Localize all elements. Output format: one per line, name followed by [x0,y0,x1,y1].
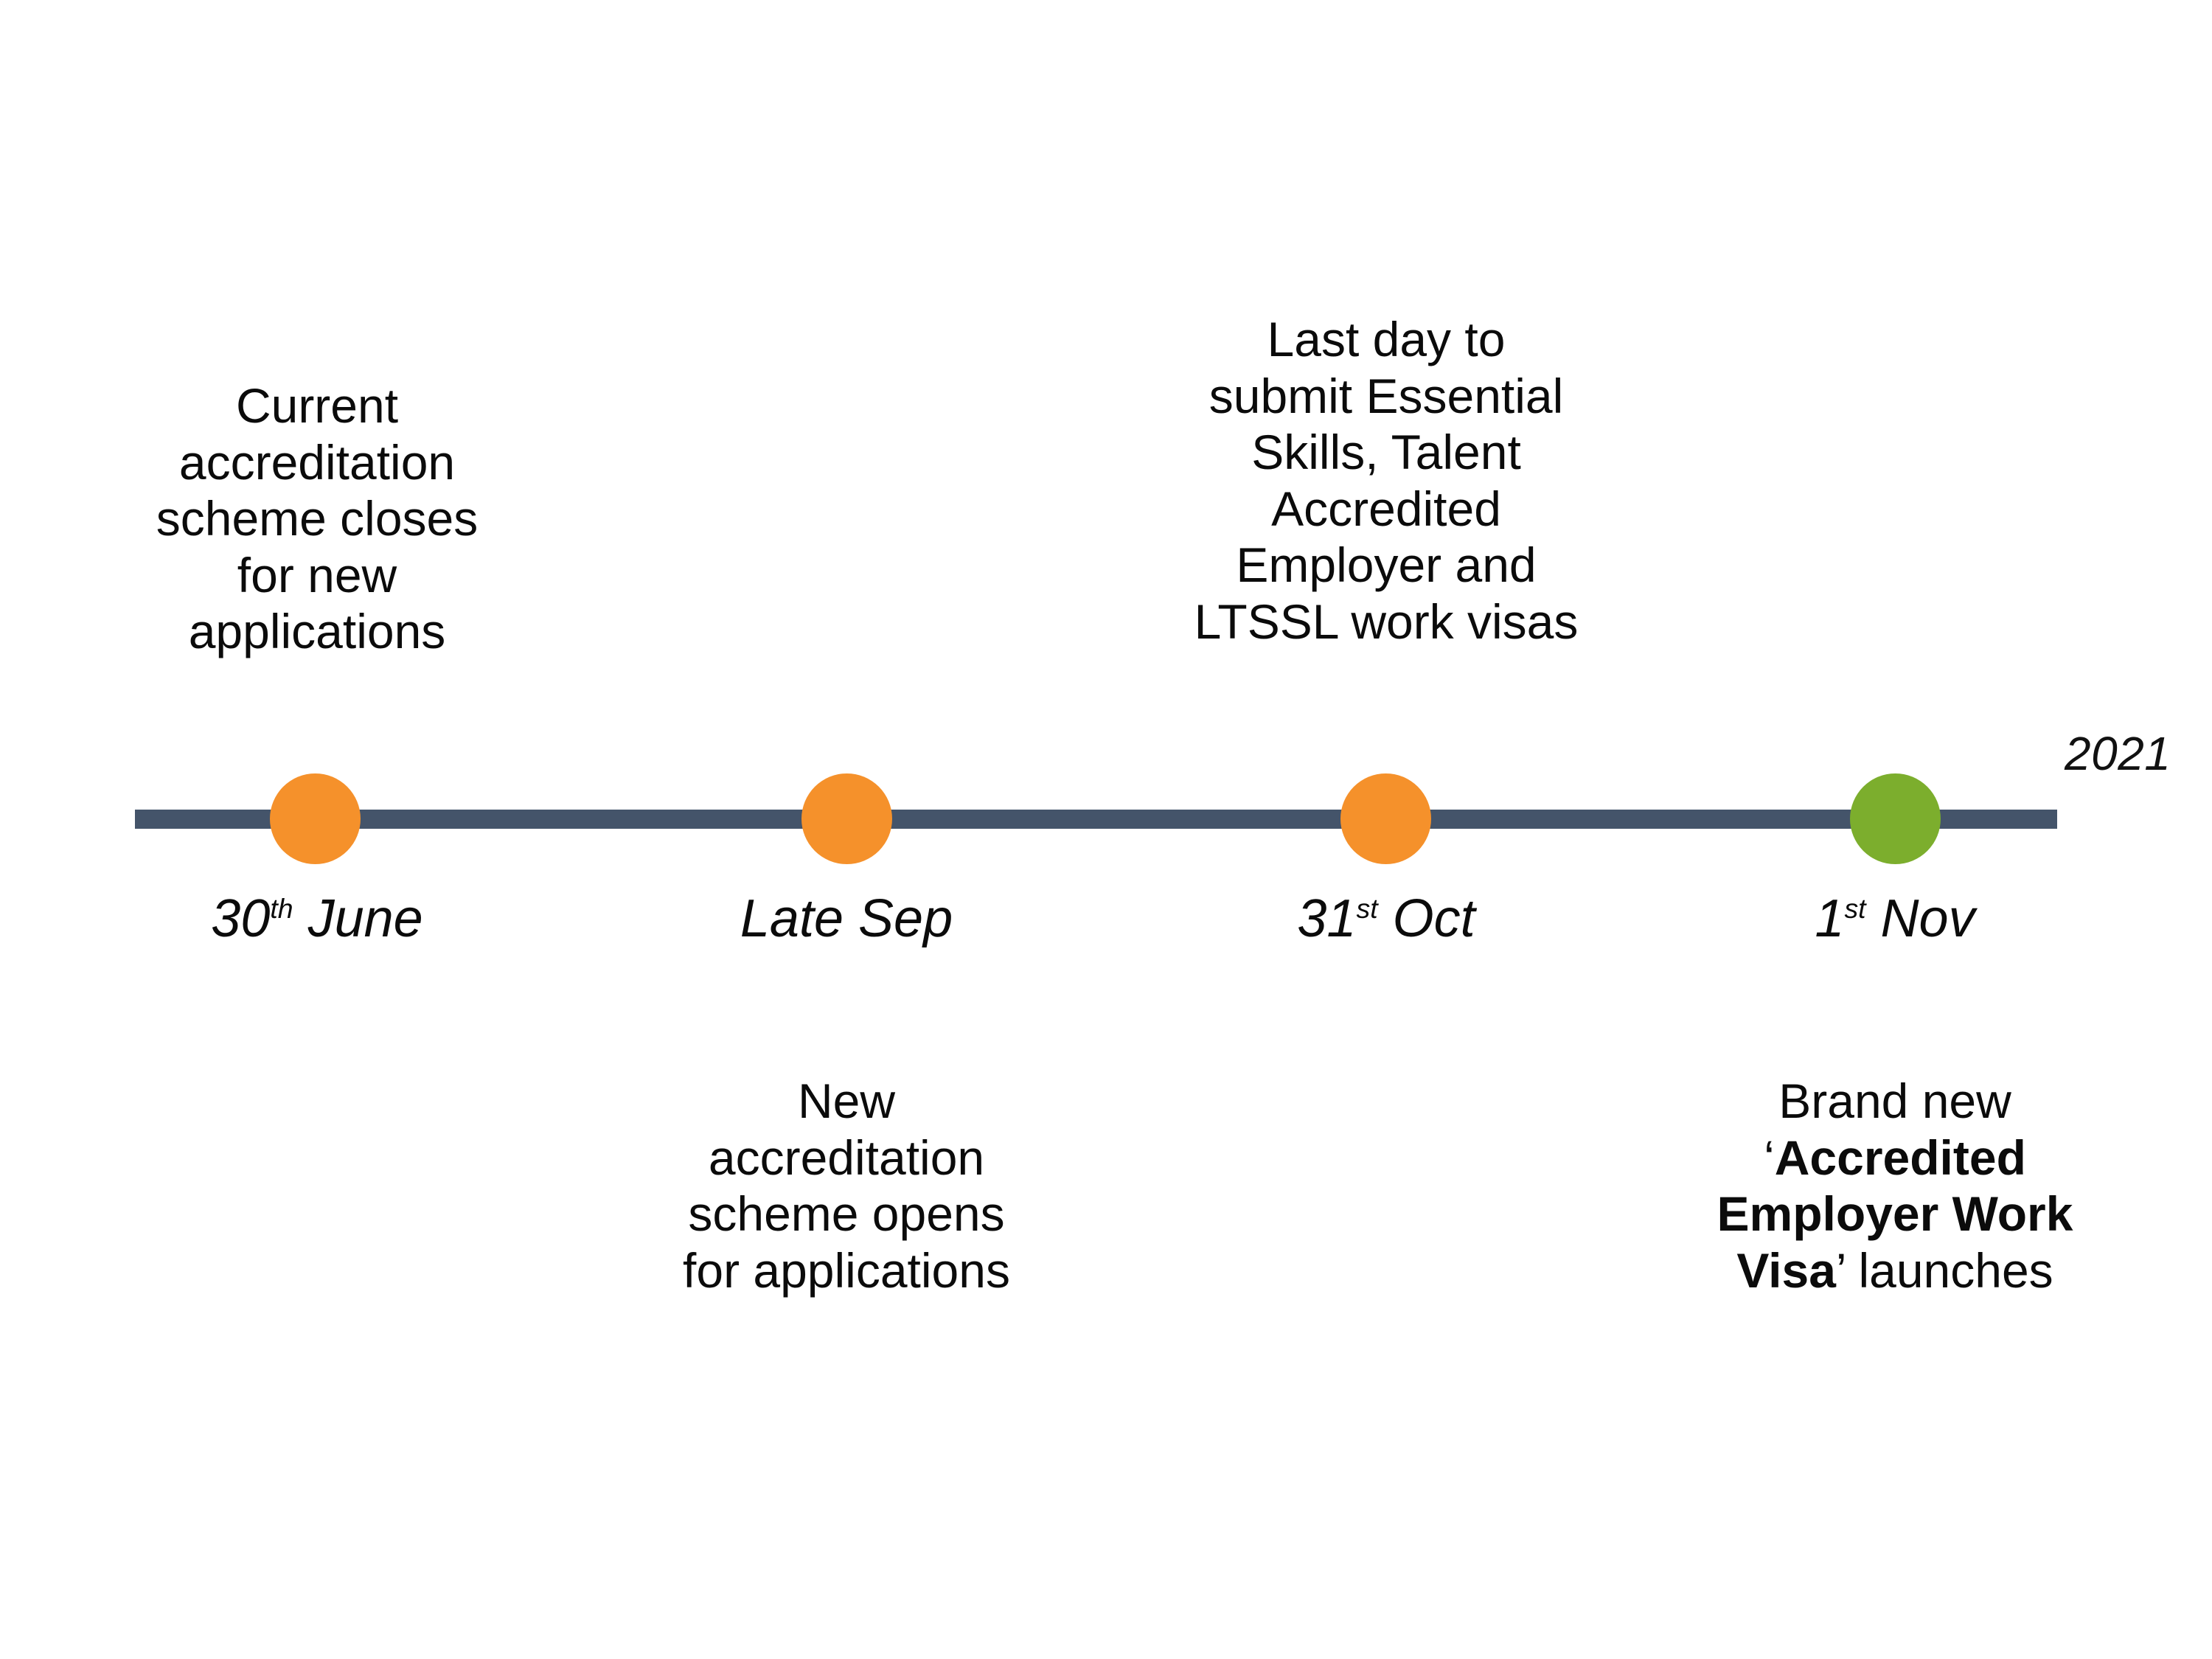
milestone-caption-oct-31: Last day to submit Essential Skills, Tal… [1194,312,1579,649]
milestone-caption-nov-1: Brand new ‘Accredited Employer Work Visa… [1666,1073,2124,1298]
milestone-date-nov-1: 1st Nov [1815,888,1975,949]
date-month: Oct [1377,889,1475,948]
date-ordinal-suffix: st [1844,893,1866,924]
date-month: June [293,889,423,948]
date-number: 30 [211,889,271,948]
date-number: 31 [1297,889,1357,948]
caption-lead: Brand new ‘ [1764,1074,2011,1185]
milestone-caption-june-30: Current accreditation scheme closes for … [156,378,479,659]
milestone-date-oct-31: 31st Oct [1297,888,1475,949]
milestone-caption-late-sep: New accreditation scheme opens for appli… [683,1074,1010,1298]
date-number: Late Sep [740,889,953,948]
milestone-marker-nov-1 [1850,773,1941,864]
caption-emphasis: Accredited Employer Work Visa [1717,1130,2073,1298]
milestone-date-late-sep: Late Sep [740,888,953,949]
date-ordinal-suffix: th [270,893,293,924]
date-number: 1 [1815,889,1845,948]
milestone-marker-oct-31 [1340,773,1431,864]
caption-tail: ’ launches [1835,1242,2053,1298]
milestone-marker-june-30 [270,773,361,864]
milestone-date-june-30: 30th June [211,888,422,949]
date-month: Nov [1865,889,1975,948]
date-ordinal-suffix: st [1356,893,1378,924]
year-label: 2021 [2065,727,2171,780]
timeline-axis [135,810,2057,829]
milestone-marker-late-sep [801,773,892,864]
